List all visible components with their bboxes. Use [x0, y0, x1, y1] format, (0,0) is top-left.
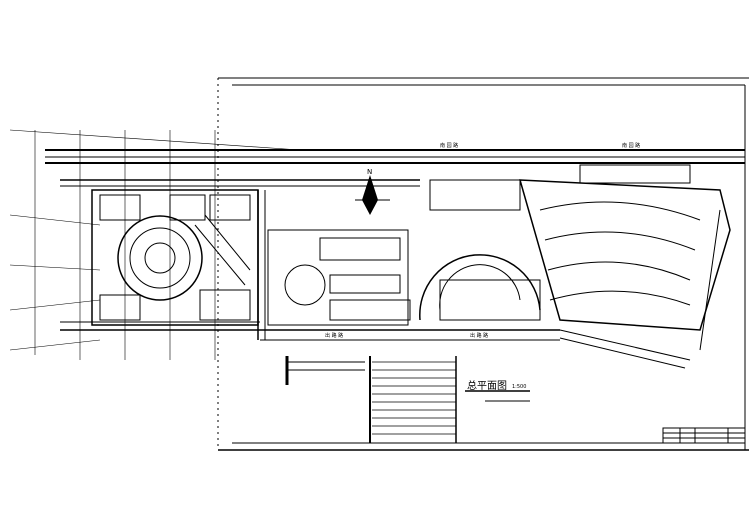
east-block [518, 164, 731, 331]
drawing-frame [217, 77, 749, 451]
west-block [91, 189, 259, 326]
drawing-title: 总平面图 [467, 379, 507, 392]
road-label: 南 园 路 [440, 142, 458, 149]
road-label: 出 路 路 [325, 332, 343, 339]
north-label: N [367, 168, 372, 176]
north-arrow-icon [355, 175, 390, 215]
road-label: 南 园 路 [622, 142, 640, 149]
dimension-leaders [9, 129, 301, 360]
middle-block [267, 179, 541, 326]
title-block [662, 427, 746, 444]
roads [45, 149, 745, 369]
legend-tables [285, 356, 530, 443]
road-label: 出 路 路 [470, 332, 488, 339]
drawing-scale: 1:500 [512, 384, 526, 390]
